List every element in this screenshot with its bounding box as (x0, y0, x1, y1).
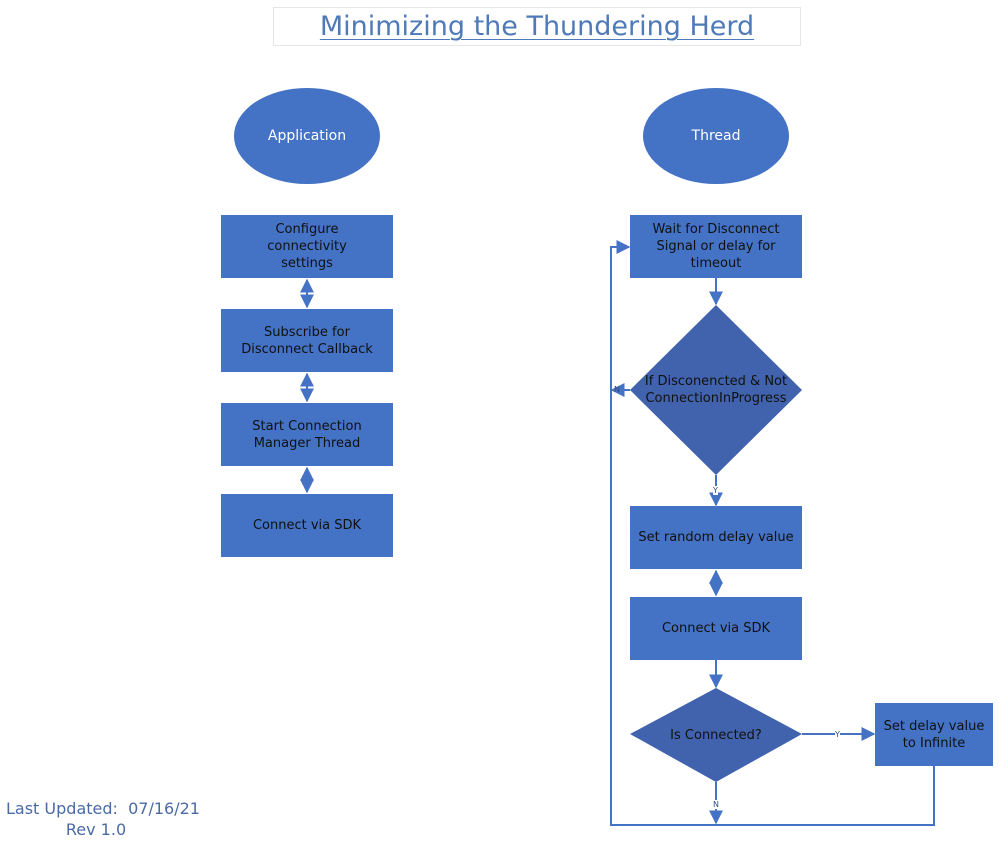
footer: Last Updated: 07/16/21 Rev 1.0 (6, 798, 200, 840)
application-label: Application (267, 127, 347, 144)
edge-label-disconnected-yes: Y (713, 486, 718, 495)
thread-set-random-box (630, 506, 802, 569)
app-step-3-label: Start Connection Manager Thread (252, 418, 362, 451)
last-updated-text: Last Updated: 07/16/21 (6, 799, 200, 818)
thread-connect-label: Connect via SDK (661, 621, 771, 636)
thread-label: Thread (691, 127, 741, 144)
thread-is-connected-diamond (630, 688, 802, 782)
thread-disconnected-diamond (630, 305, 802, 475)
app-step-2-box (221, 309, 393, 372)
edge-label-disconnected-no: N (614, 385, 620, 394)
diagram-title: Minimizing the Thundering Herd (319, 11, 755, 42)
title-frame (273, 7, 801, 46)
thread-oval (643, 88, 789, 184)
thread-set-infinite-label: Set delay value to Infinite (883, 718, 985, 751)
thread-set-infinite-box (875, 703, 993, 766)
thread-loop-path (610, 240, 935, 826)
app-step-1-label: Configure connectivity settings (267, 222, 347, 271)
thread-is-connected-label: Is Connected? (670, 727, 762, 743)
revision-text: Rev 1.0 (65, 820, 127, 839)
application-oval (234, 88, 380, 184)
app-step-1-box (221, 215, 393, 278)
thread-connect-box (630, 597, 802, 660)
thread-wait-box (630, 215, 802, 278)
app-step-4-label: Connect via SDK (252, 518, 362, 533)
edge-label-connected-yes: Y (835, 730, 840, 739)
app-step-4-box (221, 494, 393, 557)
thread-disconnected-label: If Disconencted & Not ConnectionInProgre… (644, 374, 788, 406)
app-step-2-label: Subscribe for Disconnect Callback (241, 324, 373, 357)
thread-wait-label: Wait for Disconnect Signal or delay for … (652, 222, 780, 271)
app-step-3-box (221, 403, 393, 466)
edge-label-connected-no: N (713, 800, 719, 809)
thread-set-random-label: Set random delay value (638, 530, 794, 545)
